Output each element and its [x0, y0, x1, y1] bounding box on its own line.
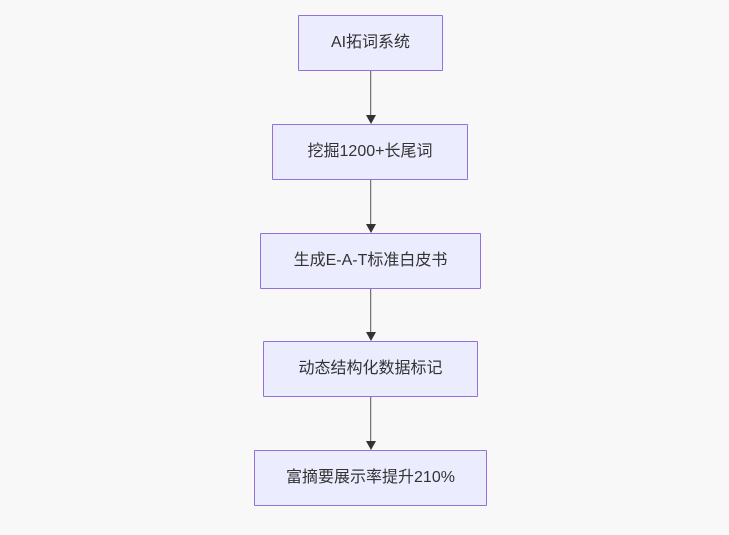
flow-node-label: 生成E-A-T标准白皮书 — [293, 252, 448, 270]
edge-line — [369, 71, 372, 117]
flow-edge-2 — [364, 180, 377, 233]
flow-edge-4 — [364, 397, 377, 450]
arrowhead-down-icon — [365, 224, 376, 233]
arrowhead-down-icon — [365, 115, 376, 124]
flow-node-label: 动态结构化数据标记 — [298, 360, 443, 378]
flow-node-generate-eat-whitepaper: 生成E-A-T标准白皮书 — [260, 233, 481, 289]
edge-line — [369, 180, 372, 226]
flow-node-label: 富摘要展示率提升210% — [286, 469, 455, 487]
flow-node-label: 挖掘1200+长尾词 — [307, 143, 433, 161]
flow-node-label: AI拓词系统 — [330, 34, 411, 52]
arrowhead-down-icon — [365, 332, 376, 341]
arrowhead-down-icon — [365, 441, 376, 450]
flow-node-dynamic-structured-data-markup: 动态结构化数据标记 — [263, 341, 478, 397]
edge-line — [369, 397, 372, 443]
flow-node-rich-snippet-rate-increase: 富摘要展示率提升210% — [254, 450, 487, 506]
edge-line — [369, 289, 372, 334]
flow-edge-3 — [364, 289, 377, 341]
flow-edge-1 — [364, 71, 377, 124]
flow-node-mine-longtail-keywords: 挖掘1200+长尾词 — [272, 124, 468, 180]
flow-node-ai-word-expansion-system: AI拓词系统 — [298, 15, 443, 71]
